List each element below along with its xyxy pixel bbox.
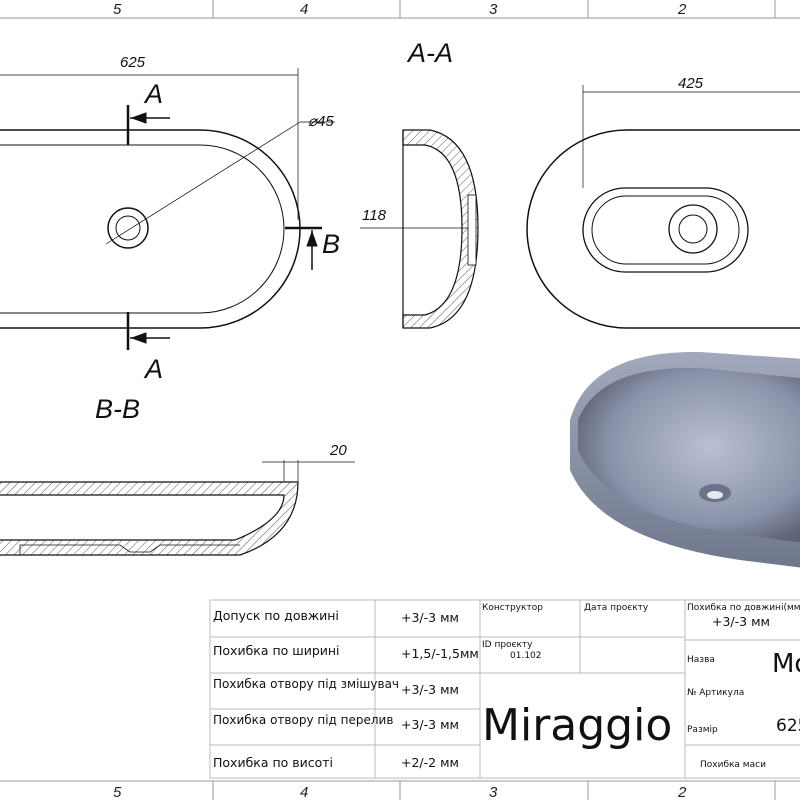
top-view	[0, 68, 335, 350]
tolerance-value: +3/-3 мм	[401, 610, 459, 625]
name-label: Назва	[687, 655, 715, 665]
section-b-b	[0, 460, 355, 556]
cut-label-a-bottom: A	[143, 354, 163, 384]
title-block	[209, 599, 800, 779]
tolerance-label: Допуск по довжині	[213, 608, 339, 623]
size-value: 625	[776, 716, 800, 736]
name-value: Mo	[772, 649, 800, 679]
length-tol-label: Похибка по довжині(мм)	[687, 603, 800, 613]
cut-label-a-top: A	[143, 79, 163, 109]
dim-hole: ⌀45	[308, 113, 334, 130]
ruler-label: 5	[113, 1, 122, 18]
dim-width: 425	[678, 75, 704, 92]
ruler-label: 4	[300, 784, 308, 800]
ruler-label: 2	[677, 1, 687, 18]
tolerance-value: +3/-3 мм	[401, 717, 459, 732]
tolerance-label: Похибка по висоті	[213, 755, 333, 770]
bottom-ruler: 5 4 3 2	[0, 780, 800, 800]
ruler-label: 3	[489, 1, 498, 18]
side-view	[526, 85, 800, 329]
section-b-title: B-B	[95, 394, 140, 424]
project-id-label: ID проєкту	[482, 640, 533, 650]
tolerance-label: Похибка отвору під змішувач	[213, 677, 399, 691]
ruler-label: 3	[489, 784, 498, 800]
cut-label-b: B	[322, 229, 340, 259]
tolerance-label: Похибка отвору під змішувач	[213, 677, 399, 691]
date-label: Дата проєкту	[584, 603, 649, 613]
ruler-label: 2	[677, 784, 687, 800]
project-id: 01.102	[510, 651, 542, 661]
dim-wall: 20	[329, 442, 347, 459]
dim-height: 118	[362, 207, 387, 224]
designer-label: Конструктор	[482, 603, 543, 613]
tolerance-value: +1,5/-1,5мм	[401, 646, 479, 661]
3d-render	[570, 351, 800, 568]
article-label: № Артикула	[687, 688, 744, 698]
length-tol-value: +3/-3 мм	[712, 614, 770, 629]
tolerance-label: Похибка отвору під перелив	[213, 713, 393, 727]
size-label: Размір	[687, 725, 718, 735]
brand-logo: Miraggio	[482, 700, 672, 751]
ruler-label: 4	[300, 1, 308, 18]
tolerance-label: Похибка отвору під перелив	[213, 713, 393, 727]
tolerance-label: Похибка по ширині	[213, 643, 340, 658]
tolerance-value: +3/-3 мм	[401, 682, 459, 697]
dim-length: 625	[120, 54, 146, 71]
mass-tol-label: Похибка маси	[700, 760, 766, 770]
section-a-a	[360, 129, 479, 329]
tolerance-value: +2/-2 мм	[401, 755, 459, 770]
ruler-label: 5	[113, 784, 122, 800]
top-ruler: 5 4 3 2	[0, 0, 800, 19]
section-a-title: A-A	[406, 38, 453, 68]
